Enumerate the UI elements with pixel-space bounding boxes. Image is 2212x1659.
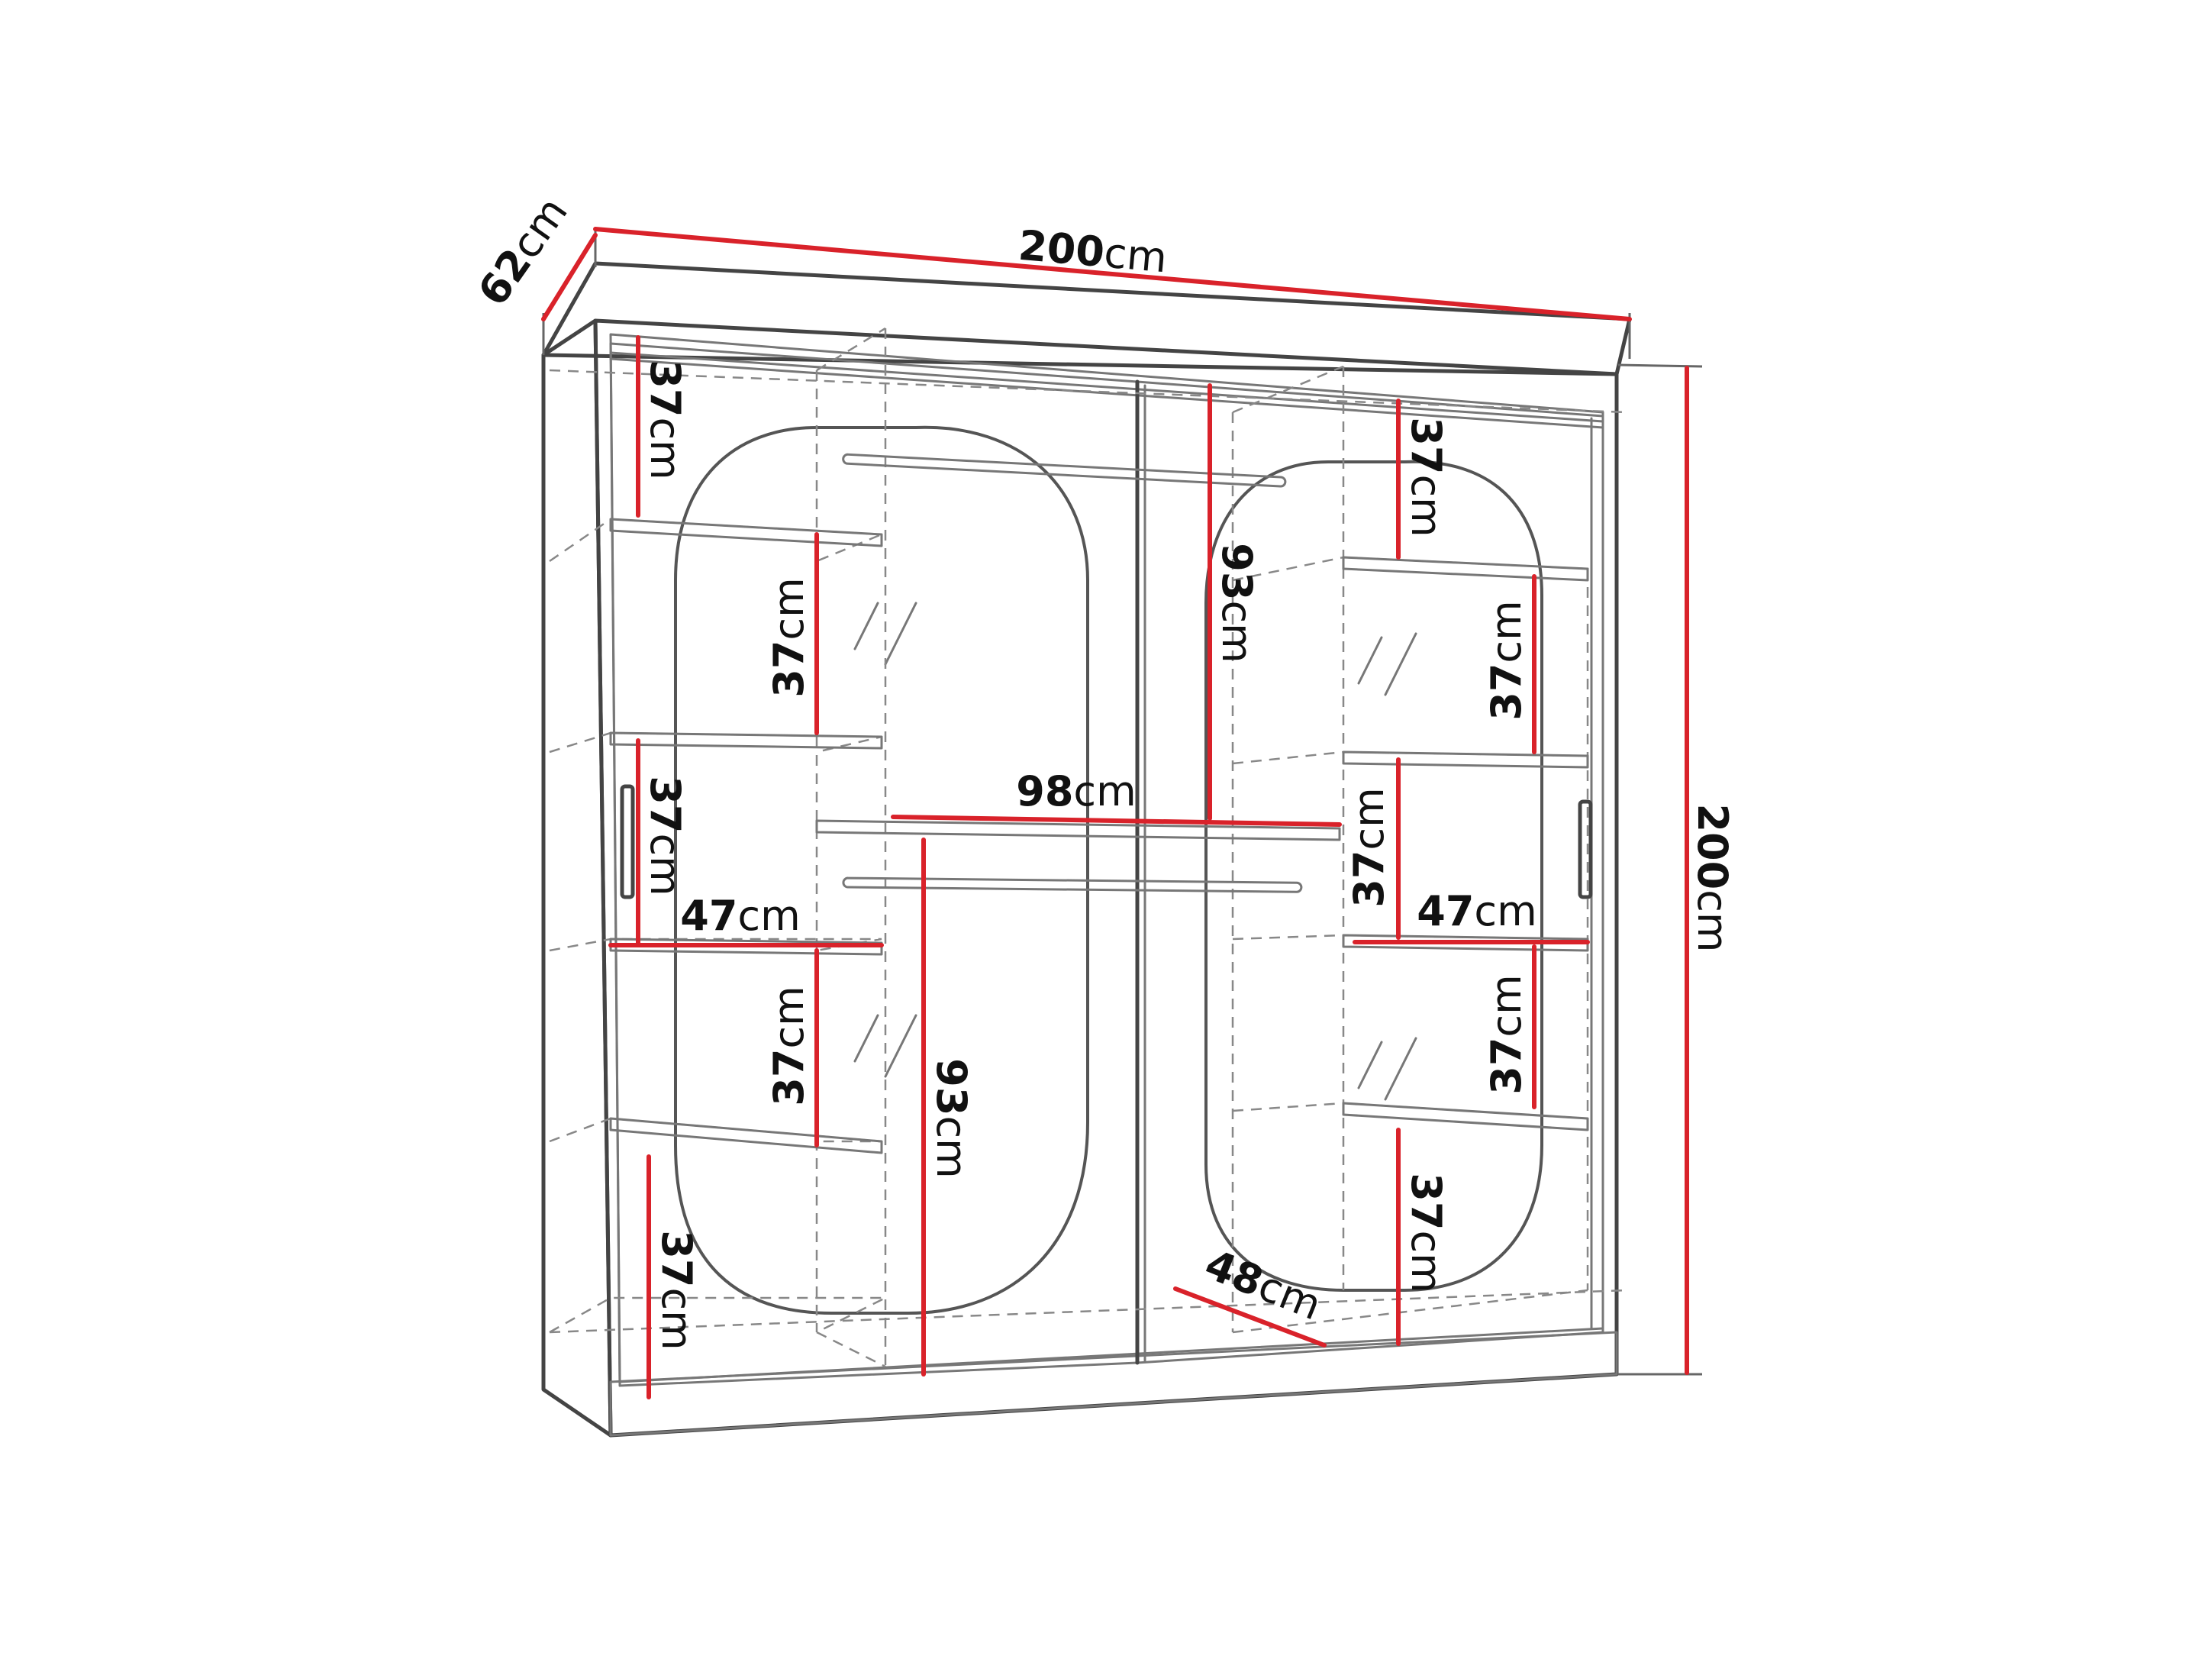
inner-depth-dim-line: [1173, 1286, 1327, 1348]
left-shelf-2: [609, 731, 883, 750]
right-gap4-label: 37cm: [1482, 974, 1530, 1094]
width-label: 200cm: [1017, 221, 1169, 282]
center-shelf-width-dim-line: [891, 815, 1342, 827]
left-shelf-4: [609, 1117, 883, 1154]
left-shelf-width-label: 47cm: [680, 892, 800, 940]
dimension-lines: [541, 227, 1689, 1399]
mirror-glare: [1357, 1041, 1383, 1089]
inner-depth-label: 48cm: [1198, 1240, 1328, 1329]
mirror-glare: [884, 602, 917, 666]
wardrobe-plinth: [609, 1331, 1618, 1437]
top-hanging-rail: [842, 453, 1287, 488]
wardrobe-left-side: [541, 318, 613, 1438]
wardrobe-top-surface: [541, 261, 1632, 376]
top-track: [609, 351, 1604, 423]
mirror-glare: [1384, 632, 1417, 696]
left-top-label: 37cm: [641, 360, 689, 479]
wardrobe-front-frame: [593, 318, 1619, 1438]
interior-hidden-lines: [549, 327, 1627, 1368]
visible-shelves: [609, 453, 1589, 1154]
left-door-handle: [620, 784, 635, 899]
depth-dimension-line: [541, 233, 598, 321]
left-gap3-label: 37cm: [641, 776, 689, 896]
right-door-handle: [1578, 799, 1593, 899]
right-shelf-1: [1342, 556, 1589, 582]
bottom-hanging-rail: [842, 876, 1303, 893]
mirror-glare: [853, 602, 879, 650]
right-bottom-label: 37cm: [1402, 1173, 1450, 1293]
left-gap2-label: 37cm: [765, 577, 813, 697]
center-shelf: [815, 819, 1341, 841]
right-shelf-2: [1342, 750, 1589, 769]
right-shelf-width-label: 47cm: [1417, 887, 1536, 935]
mirror-glare: [853, 1014, 879, 1063]
left-shelf-1: [609, 518, 883, 547]
right-door-mirror: [1204, 460, 1543, 1292]
left-gap4-label: 37cm: [765, 986, 813, 1105]
right-gap2-label: 37cm: [1482, 600, 1530, 720]
mirror-glare: [1384, 1037, 1417, 1101]
top-track-inner: [609, 357, 1604, 429]
mirror-glare: [884, 1014, 917, 1078]
left-door-mirror: [674, 425, 1089, 1315]
left-bottom-label: 37cm: [653, 1230, 701, 1350]
right-gap3-label: 37cm: [1345, 787, 1393, 907]
right-shelf-3: [1342, 934, 1589, 952]
right-shelf-4: [1342, 1102, 1589, 1131]
width-dimension-line: [593, 227, 1632, 321]
center-top-label: 93cm: [1213, 543, 1261, 663]
height-label: 200cm: [1688, 803, 1736, 952]
mirror-glare: [1357, 636, 1383, 685]
center-shelf-width-label: 98cm: [1016, 767, 1136, 815]
dimension-labels: 200cm 62cm 200cm 37cm 37cm 37cm 37cm 37c…: [469, 189, 1736, 1351]
mirrors: [674, 425, 1543, 1315]
wardrobe-inner-frame: [609, 333, 1604, 1383]
sliding-doors: [609, 342, 1604, 1387]
right-top-label: 37cm: [1402, 417, 1450, 537]
center-bottom-label: 93cm: [927, 1058, 975, 1178]
